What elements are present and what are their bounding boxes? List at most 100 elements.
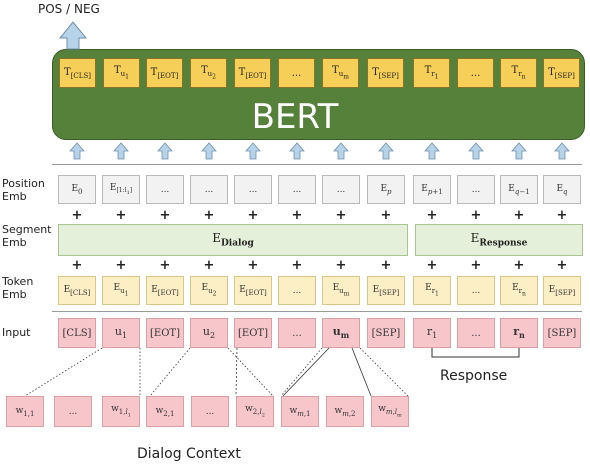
plus-sign: + (513, 208, 525, 223)
plus-sign: + (380, 258, 392, 273)
input-token: ... (278, 318, 316, 348)
word-token-text: w1,l1 (111, 404, 131, 419)
input-token: um (322, 318, 360, 348)
token-embedding: Eum (322, 276, 360, 305)
transformer-output: T[EOT] (146, 58, 183, 88)
plus-sign: + (291, 208, 303, 223)
plus-sign: + (71, 258, 83, 273)
position-embedding: ... (457, 175, 495, 204)
input-label: Input (2, 326, 31, 339)
token-embedding: Ern (500, 276, 538, 305)
input-token: [EOT] (146, 318, 184, 348)
word-connectors (24, 347, 409, 397)
input-token: [SEP] (367, 318, 405, 348)
token-embedding: E[SEP] (543, 276, 581, 305)
word-token-text: wm,1 (289, 405, 311, 418)
plus-sign: + (159, 208, 171, 223)
input-token-text: u2 (202, 325, 216, 341)
token-embedding: ... (457, 276, 495, 305)
up-arrow-icon (289, 142, 305, 160)
token-embedding: E[CLS] (58, 276, 96, 305)
plus-sign: + (247, 258, 259, 273)
up-arrow-icon (245, 142, 261, 160)
plus-sign: + (426, 208, 438, 223)
transformer-output-text: T[SEP] (372, 66, 399, 80)
output-arrow-icon (58, 21, 88, 50)
token-label-line1: Token (2, 275, 34, 288)
token-embedding-text: E[EOT] (151, 284, 179, 297)
segment-response-text: EResponse (470, 231, 528, 249)
word-token-text: w2,1 (155, 405, 175, 418)
token-embedding: E[EOT] (234, 276, 272, 305)
position-embedding: ... (190, 175, 228, 204)
connector-line (24, 347, 103, 397)
plus-sign: + (71, 208, 83, 223)
plus-sign: + (470, 258, 482, 273)
word-token: wm,lm (371, 396, 409, 427)
connector-line (149, 347, 191, 397)
segment-embedding-response: EResponse (415, 224, 583, 256)
connector-line (282, 347, 330, 397)
dialog-context-label: Dialog Context (137, 446, 241, 462)
position-embedding: ... (322, 175, 360, 204)
transformer-output: Tum (322, 58, 359, 88)
plus-sign: + (159, 258, 171, 273)
segment-embedding-dialog: EDialog (58, 224, 408, 256)
word-connectors-solid (235, 347, 372, 397)
output-label: POS / NEG (38, 2, 100, 16)
word-token: w2,1 (146, 396, 184, 427)
position-embedding-text: Ep+1 (421, 183, 443, 196)
position-embedding-text: E[1:l1] (109, 182, 133, 197)
input-token: [SEP] (543, 318, 581, 348)
transformer-output: Tr1 (413, 58, 450, 88)
token-embedding-text: E[SEP] (548, 284, 576, 297)
position-embedding: E0 (58, 175, 96, 204)
bert-block (52, 49, 585, 140)
up-arrow-icon (69, 142, 85, 160)
position-embedding: E[1:l1] (102, 175, 140, 204)
transformer-output: Tu2 (190, 58, 227, 88)
input-token-text: u1 (114, 325, 128, 341)
transformer-output: ... (457, 58, 494, 88)
position-emb-label: Position Emb (2, 177, 45, 203)
plus-sign: + (291, 258, 303, 273)
input-token: [CLS] (58, 318, 96, 348)
up-arrow-icon (378, 142, 394, 160)
input-token: [EOT] (234, 318, 272, 348)
position-embedding: Ep (367, 175, 405, 204)
token-embedding: E[SEP] (367, 276, 405, 305)
response-label: Response (440, 368, 508, 384)
segment-label-line1: Segment (2, 223, 52, 236)
plus-sign: + (380, 208, 392, 223)
token-embedding-text: Er1 (425, 283, 439, 298)
position-embedding: ... (234, 175, 272, 204)
connector-line (359, 347, 409, 397)
transformer-output-text: Tu1 (113, 65, 129, 81)
word-token: w1,l1 (102, 396, 140, 427)
word-token-text: w1,1 (15, 405, 35, 418)
position-embedding: Eq (543, 175, 581, 204)
input-token-text: um (332, 325, 350, 341)
connector-line (227, 347, 274, 397)
plus-sign: + (556, 258, 568, 273)
position-embedding: Ep+1 (413, 175, 451, 204)
token-embedding-text: E[CLS] (63, 284, 91, 297)
word-token-text: wm,lm (378, 404, 402, 419)
transformer-output: Trn (500, 58, 537, 88)
transformer-output-text: T[EOT] (150, 66, 179, 80)
token-embedding: E[EOT] (146, 276, 184, 305)
separator-line (52, 164, 582, 165)
word-token: wm,2 (326, 396, 364, 427)
transformer-output-text: T[SEP] (548, 66, 575, 80)
up-arrow-icon (201, 142, 217, 160)
plus-sign: + (335, 208, 347, 223)
position-embedding: Eq−1 (500, 175, 538, 204)
input-token: rn (500, 318, 538, 348)
position-embedding-text: Ep (380, 183, 392, 196)
up-arrow-icon (511, 142, 527, 160)
position-label-line2: Emb (2, 190, 27, 203)
token-embedding: ... (278, 276, 316, 305)
transformer-output-text: Tum (332, 65, 349, 81)
position-embedding: ... (278, 175, 316, 204)
plus-sign: + (203, 258, 215, 273)
